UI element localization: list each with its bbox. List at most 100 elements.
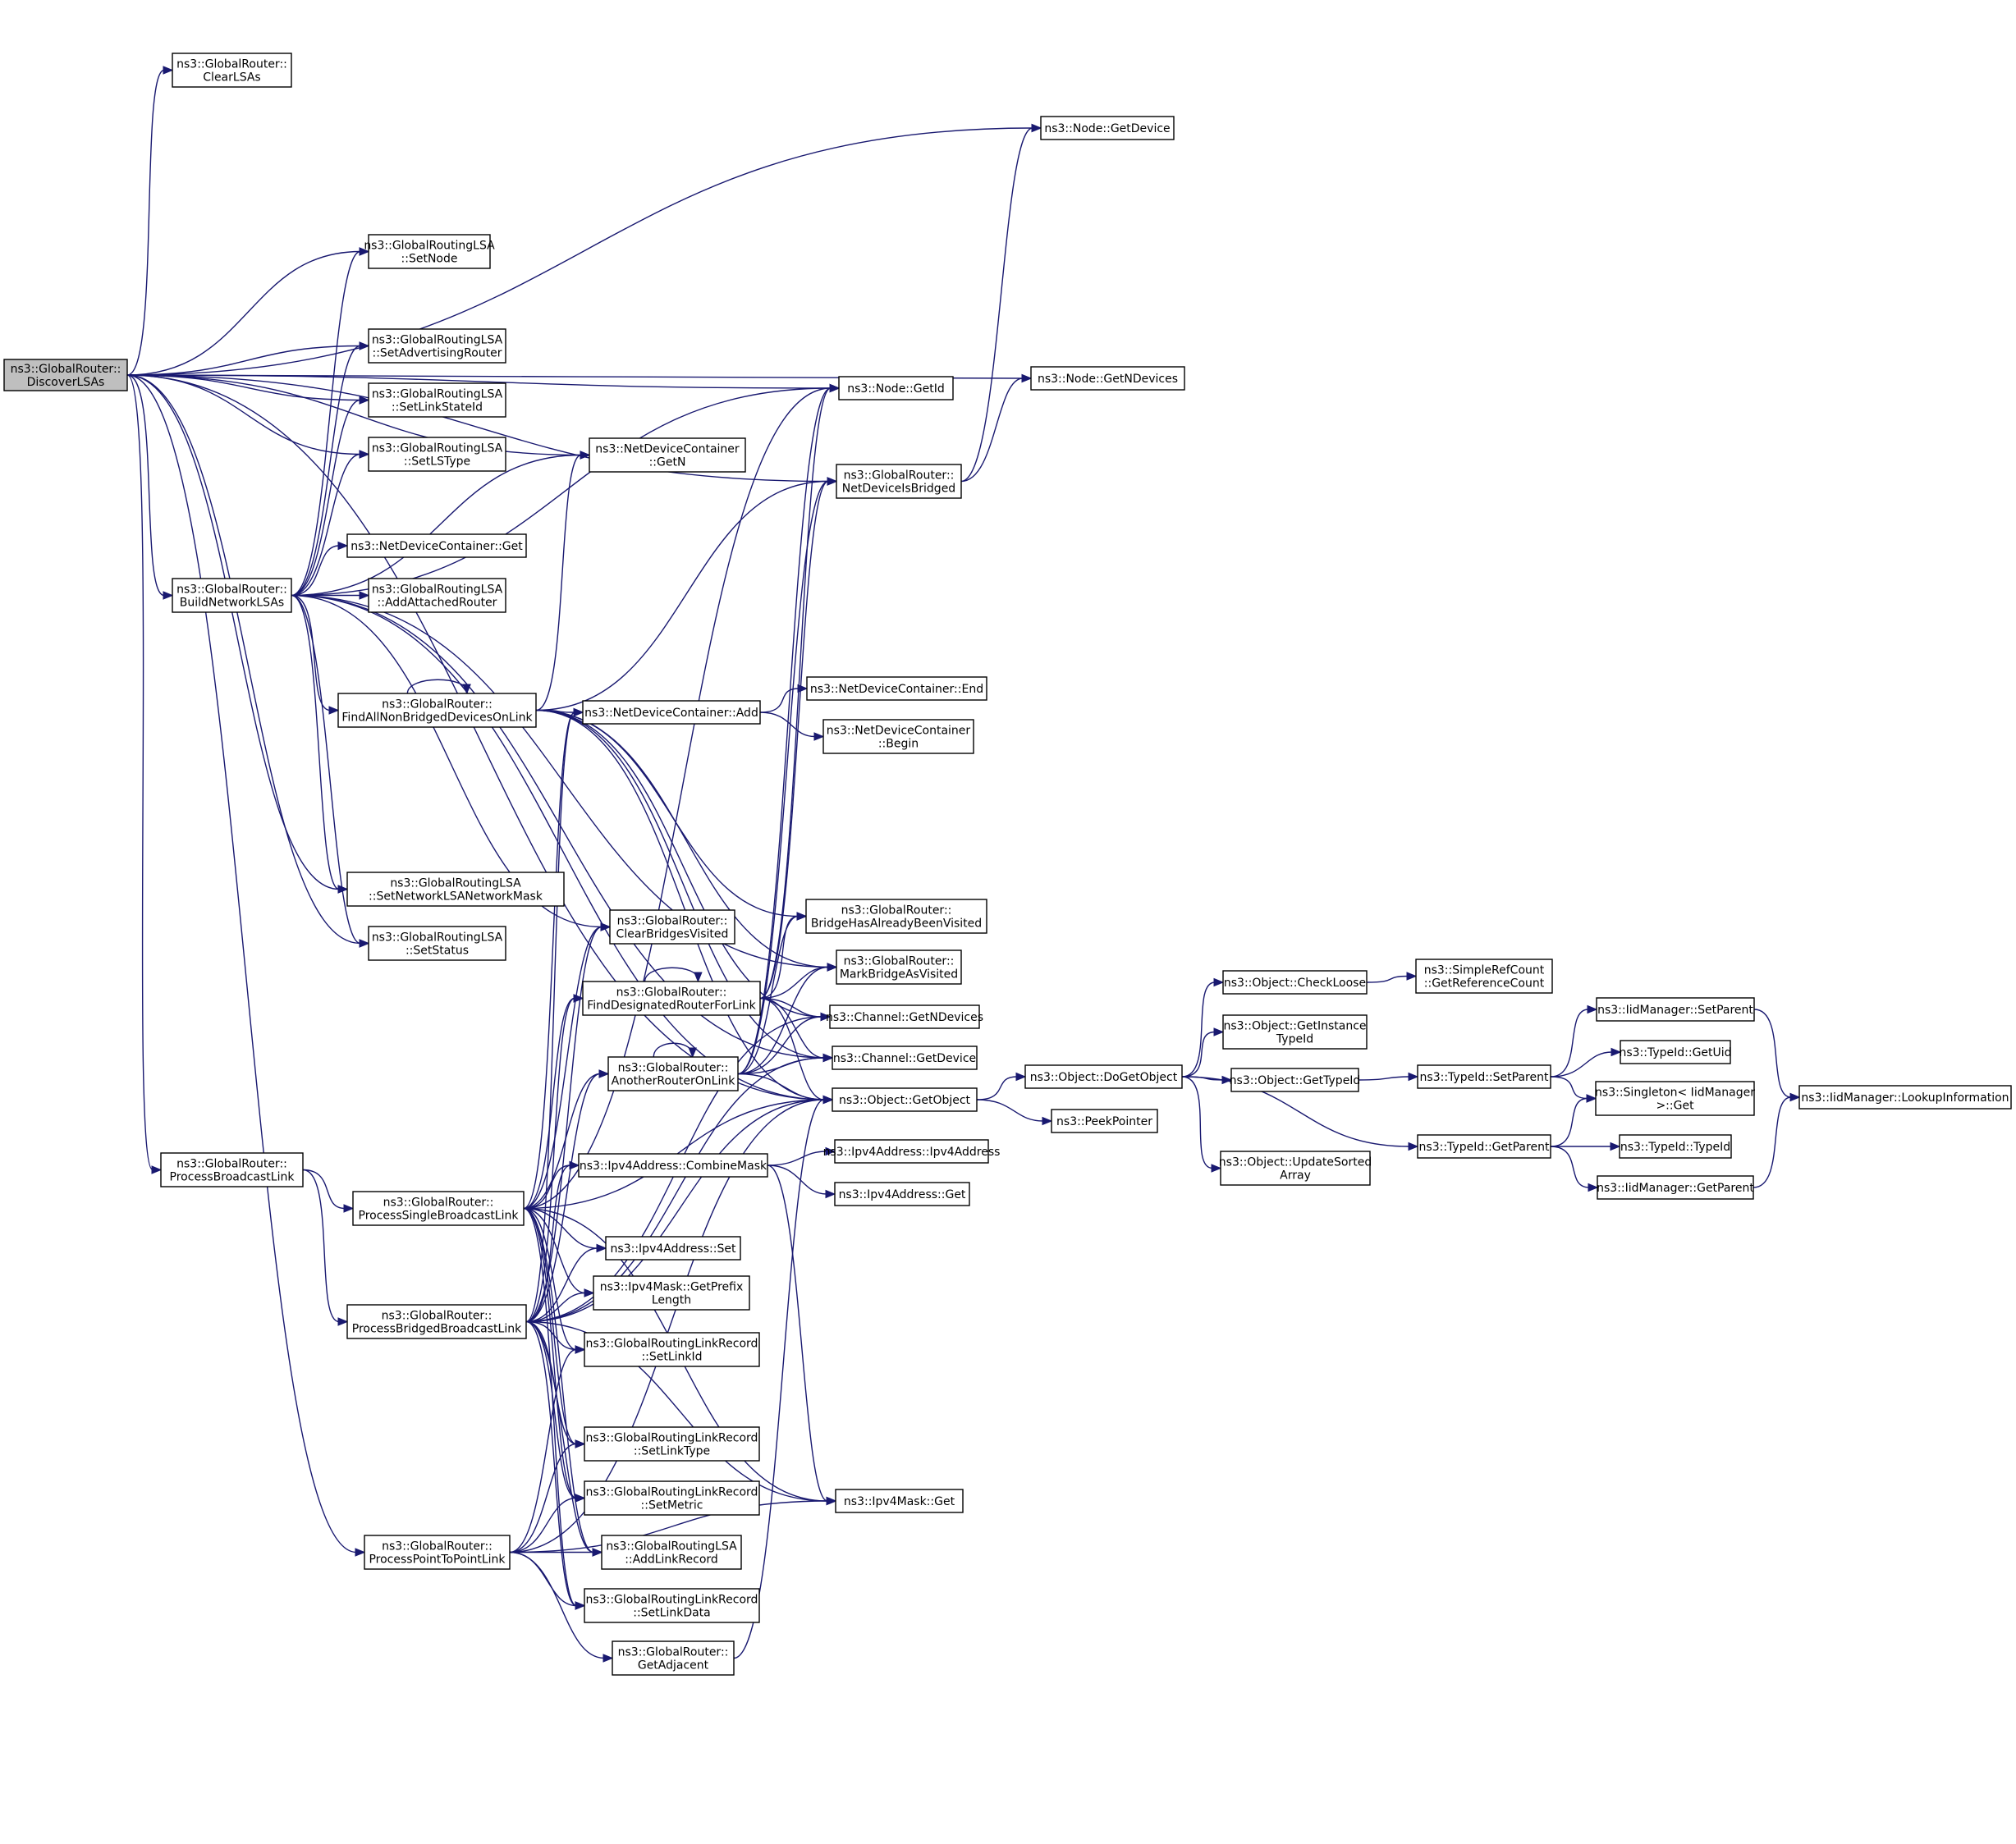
node-label: ::SetLinkStateId bbox=[392, 401, 483, 414]
node-checkLoose[interactable]: ns3::Object::CheckLoose bbox=[1222, 970, 1368, 995]
node-iidSetParent[interactable]: ns3::IidManager::SetParent bbox=[1596, 997, 1755, 1022]
node-setLinkType[interactable]: ns3::GlobalRoutingLinkRecord::SetLinkTyp… bbox=[584, 1426, 760, 1462]
edge-arrowhead bbox=[829, 383, 841, 393]
node-nodeGetId[interactable]: ns3::Node::GetId bbox=[838, 376, 954, 400]
node-lookupInfo[interactable]: ns3::IidManager::LookupInformation bbox=[1798, 1085, 2012, 1110]
node-ndcBegin[interactable]: ns3::NetDeviceContainer::Begin bbox=[822, 719, 974, 754]
node-box bbox=[834, 1182, 970, 1206]
edge-arrowhead bbox=[163, 591, 174, 600]
node-iidGetParent[interactable]: ns3::IidManager::GetParent bbox=[1597, 1175, 1754, 1200]
node-setAdvRouter[interactable]: ns3::GlobalRoutingLSA::SetAdvertisingRou… bbox=[368, 328, 506, 364]
node-procSingle[interactable]: ns3::GlobalRouter::ProcessSingleBroadcas… bbox=[352, 1191, 525, 1226]
node-doGetObject[interactable]: ns3::Object::DoGetObject bbox=[1024, 1064, 1183, 1089]
node-label: ns3::GlobalRoutingLSA bbox=[372, 388, 503, 401]
node-label: ns3::NetDeviceContainer::End bbox=[810, 683, 983, 696]
edge-line bbox=[523, 1207, 577, 1499]
node-procP2P[interactable]: ns3::GlobalRouter::ProcessPointToPointLi… bbox=[364, 1535, 511, 1570]
node-clearBridges[interactable]: ns3::GlobalRouter::ClearBridgesVisited bbox=[609, 909, 735, 945]
node-clearLSAs[interactable]: ns3::GlobalRouter::ClearLSAs bbox=[172, 53, 292, 88]
node-maskGet[interactable]: ns3::Ipv4Mask::Get bbox=[835, 1489, 964, 1513]
node-setLinkId[interactable]: ns3::GlobalRoutingLinkRecord::SetLinkId bbox=[584, 1332, 760, 1367]
node-label: ns3::Ipv4Mask::Get bbox=[844, 1495, 955, 1508]
edge-procBroadcast-to-procSingle bbox=[302, 1169, 355, 1213]
node-setLinkStateId[interactable]: ns3::GlobalRoutingLSA::SetLinkStateId bbox=[368, 382, 506, 418]
node-findDR[interactable]: ns3::GlobalRouter::FindDesignatedRouterF… bbox=[582, 981, 761, 1016]
edge-line bbox=[759, 997, 825, 1059]
edge-arrowhead bbox=[575, 1345, 586, 1354]
node-label: ns3::Object::UpdateSorted bbox=[1219, 1156, 1372, 1169]
edge-buildNet-to-ndcGet bbox=[291, 541, 349, 597]
node-ipv4Set[interactable]: ns3::Ipv4Address::Set bbox=[605, 1236, 741, 1261]
node-getObject[interactable]: ns3::Object::GetObject bbox=[832, 1087, 978, 1112]
node-setNetMask[interactable]: ns3::GlobalRoutingLSA::SetNetworkLSANetw… bbox=[346, 872, 565, 907]
node-tidGetParent[interactable]: ns3::TypeId::GetParent bbox=[1417, 1134, 1551, 1159]
edge-line bbox=[759, 997, 822, 1018]
edge-line bbox=[523, 712, 575, 1210]
node-procBroadcast[interactable]: ns3::GlobalRouter::ProcessBroadcastLink bbox=[160, 1152, 304, 1187]
node-box bbox=[368, 234, 491, 269]
node-ndcEnd[interactable]: ns3::NetDeviceContainer::End bbox=[806, 676, 987, 701]
node-findAll[interactable]: ns3::GlobalRouter::FindAllNonBridgedDevi… bbox=[337, 693, 537, 728]
node-combineMask[interactable]: ns3::Ipv4Address::CombineMask bbox=[578, 1153, 768, 1178]
node-label: ns3::IidManager::LookupInformation bbox=[1801, 1091, 2009, 1105]
node-label: ns3::Node::GetId bbox=[847, 382, 944, 396]
edge-doGetObject-to-updateSorted bbox=[1181, 1076, 1222, 1173]
node-label: ns3::GlobalRouter:: bbox=[383, 1197, 494, 1210]
edge-line bbox=[1550, 1051, 1613, 1078]
node-getTypeId[interactable]: ns3::Object::GetTypeId bbox=[1230, 1068, 1361, 1092]
node-setLSType[interactable]: ns3::GlobalRoutingLSA::SetLSType bbox=[368, 437, 506, 472]
node-nodeGetNDevices[interactable]: ns3::Node::GetNDevices bbox=[1030, 366, 1185, 391]
node-ndcGetN[interactable]: ns3::NetDeviceContainer::GetN bbox=[589, 437, 746, 473]
node-label: ClearBridgesVisited bbox=[616, 928, 729, 941]
node-label: ns3::PeekPointer bbox=[1056, 1115, 1152, 1128]
node-label: ns3::GlobalRouter:: bbox=[618, 1062, 729, 1075]
node-procBridged[interactable]: ns3::GlobalRouter::ProcessBridgedBroadca… bbox=[346, 1304, 527, 1339]
node-markBridge[interactable]: ns3::GlobalRouter::MarkBridgeAsVisited bbox=[836, 949, 962, 985]
node-singletonGet[interactable]: ns3::Singleton< IidManager >::Get bbox=[1595, 1081, 1755, 1116]
node-discover[interactable]: ns3::GlobalRouter::DiscoverLSAs bbox=[3, 359, 128, 391]
node-setStatus[interactable]: ns3::GlobalRoutingLSA::SetStatus bbox=[368, 926, 506, 961]
edge-line bbox=[1181, 1076, 1213, 1169]
node-bridgeVisited[interactable]: ns3::GlobalRouter::BridgeHasAlreadyBeenV… bbox=[805, 899, 987, 934]
node-tidSetParent[interactable]: ns3::TypeId::SetParent bbox=[1417, 1064, 1551, 1089]
edge-combineMask-to-ipv4Ctor bbox=[767, 1146, 836, 1166]
node-getRefCount[interactable]: ns3::SimpleRefCount::GetReferenceCount bbox=[1415, 959, 1553, 994]
edge-buildNet-to-ndcGetN bbox=[291, 451, 591, 597]
node-ndcAdd[interactable]: ns3::NetDeviceContainer::Add bbox=[582, 700, 761, 725]
node-setNode[interactable]: ns3::GlobalRoutingLSA::SetNode bbox=[364, 234, 495, 269]
edge-procP2P-to-setLinkId bbox=[509, 1345, 586, 1553]
node-setMetric[interactable]: ns3::GlobalRoutingLinkRecord::SetMetric bbox=[584, 1480, 760, 1516]
edge-arrowhead bbox=[1789, 1092, 1801, 1102]
node-nodeGetDevice[interactable]: ns3::Node::GetDevice bbox=[1040, 116, 1175, 140]
edge-line bbox=[733, 1099, 825, 1659]
node-tidGetUid[interactable]: ns3::TypeId::GetUid bbox=[1619, 1040, 1732, 1064]
node-box bbox=[1030, 366, 1185, 391]
node-ipv4Ctor[interactable]: ns3::Ipv4Address::Ipv4Address bbox=[823, 1139, 1001, 1164]
node-buildNet[interactable]: ns3::GlobalRouter::BuildNetworkLSAs bbox=[172, 578, 292, 613]
edge-arrowhead bbox=[1610, 1142, 1621, 1151]
edge-arrowhead bbox=[825, 1146, 836, 1156]
edge-procBridged-to-clearBridges bbox=[525, 922, 612, 1323]
edge-arrowhead bbox=[328, 706, 340, 715]
edge-line bbox=[291, 594, 603, 928]
node-chanGetN[interactable]: ns3::Channel::GetNDevices bbox=[826, 1004, 983, 1029]
node-box bbox=[832, 1046, 978, 1070]
edge-arrowhead bbox=[573, 707, 584, 717]
node-ipv4Get[interactable]: ns3::Ipv4Address::Get bbox=[834, 1182, 970, 1206]
node-anotherRouter[interactable]: ns3::GlobalRouter::AnotherRouterOnLink bbox=[607, 1056, 739, 1091]
node-addAttached[interactable]: ns3::GlobalRoutingLSA::AddAttachedRouter bbox=[368, 578, 506, 613]
node-ndcGet[interactable]: ns3::NetDeviceContainer::Get bbox=[346, 533, 527, 558]
node-label: ns3::GlobalRoutingLSA bbox=[372, 931, 503, 945]
node-netDevBridged[interactable]: ns3::GlobalRouter::NetDeviceIsBridged bbox=[836, 464, 962, 499]
edge-buildNet-to-setLinkStateId bbox=[291, 396, 370, 597]
node-setLinkData[interactable]: ns3::GlobalRoutingLinkRecord::SetLinkDat… bbox=[584, 1588, 760, 1623]
node-getAdjacent[interactable]: ns3::GlobalRouter::GetAdjacent bbox=[612, 1640, 735, 1676]
node-peekPointer[interactable]: ns3::PeekPointer bbox=[1051, 1109, 1158, 1133]
node-tidTypeId[interactable]: ns3::TypeId::TypeId bbox=[1619, 1134, 1732, 1159]
edge-buildNet-to-findAll bbox=[291, 594, 340, 715]
node-addLinkRecord[interactable]: ns3::GlobalRoutingLSA::AddLinkRecord bbox=[601, 1535, 742, 1570]
node-chanGetDev[interactable]: ns3::Channel::GetDevice bbox=[832, 1046, 978, 1070]
